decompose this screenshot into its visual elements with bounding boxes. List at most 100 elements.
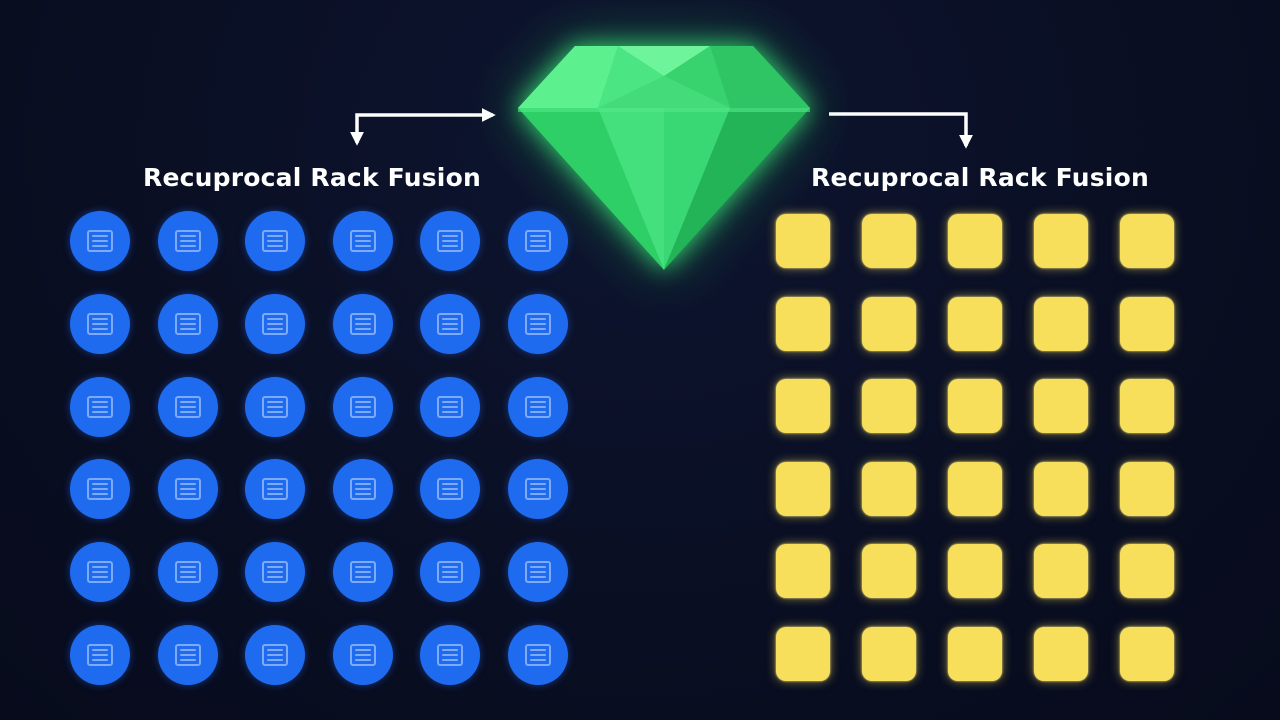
list-icon xyxy=(349,230,376,252)
yellow-node-grid xyxy=(776,214,1176,681)
arrow-gem-to-right xyxy=(829,112,973,149)
list-icon xyxy=(349,478,376,501)
list-icon xyxy=(437,230,464,252)
list-icon xyxy=(87,561,113,584)
diamond-gem-icon xyxy=(518,46,810,270)
yellow-node xyxy=(1034,461,1088,516)
yellow-node xyxy=(948,214,1002,268)
blue-node xyxy=(70,211,130,271)
list-icon xyxy=(437,312,464,335)
blue-node xyxy=(70,376,130,437)
yellow-node xyxy=(1034,296,1088,351)
blue-node xyxy=(245,211,306,271)
blue-node xyxy=(70,459,130,520)
yellow-node xyxy=(862,214,916,268)
blue-node xyxy=(157,293,218,354)
yellow-node xyxy=(1120,544,1174,599)
yellow-node xyxy=(1120,379,1174,434)
blue-node xyxy=(332,376,393,437)
yellow-node xyxy=(862,626,916,681)
yellow-node xyxy=(1120,296,1174,351)
blue-node xyxy=(70,542,130,603)
blue-node xyxy=(70,624,130,685)
list-icon xyxy=(262,643,289,666)
list-icon xyxy=(524,561,551,584)
list-icon xyxy=(262,312,289,335)
blue-node xyxy=(420,211,481,271)
blue-node xyxy=(245,293,306,354)
list-icon xyxy=(174,230,201,252)
yellow-node xyxy=(862,379,916,434)
yellow-node xyxy=(776,461,830,516)
list-icon xyxy=(437,561,464,584)
list-icon xyxy=(524,230,551,252)
blue-node xyxy=(507,293,568,354)
list-icon xyxy=(174,561,201,584)
yellow-node xyxy=(776,214,830,268)
blue-node xyxy=(332,542,393,603)
blue-node xyxy=(157,624,218,685)
right-group-label: Recuprocal Rack Fusion xyxy=(811,163,1149,192)
list-icon xyxy=(262,230,289,252)
blue-node xyxy=(420,624,481,685)
left-group-label: Recuprocal Rack Fusion xyxy=(143,163,481,192)
yellow-node xyxy=(1034,544,1088,599)
blue-node xyxy=(70,293,130,354)
yellow-node xyxy=(948,626,1002,681)
list-icon xyxy=(437,395,464,418)
blue-node xyxy=(157,459,218,520)
list-icon xyxy=(174,395,201,418)
blue-node xyxy=(332,459,393,520)
yellow-node xyxy=(948,461,1002,516)
blue-node xyxy=(245,459,306,520)
arrow-left-to-gem xyxy=(350,108,496,146)
list-icon xyxy=(349,312,376,335)
blue-node xyxy=(245,542,306,603)
list-icon xyxy=(524,312,551,335)
list-icon xyxy=(262,478,289,501)
list-icon xyxy=(524,478,551,501)
blue-node xyxy=(157,376,218,437)
list-icon xyxy=(349,643,376,666)
blue-node xyxy=(507,624,568,685)
yellow-node xyxy=(776,379,830,434)
yellow-node xyxy=(1034,626,1088,681)
blue-node xyxy=(332,293,393,354)
blue-node xyxy=(332,211,393,271)
yellow-node xyxy=(862,296,916,351)
list-icon xyxy=(174,478,201,501)
yellow-node xyxy=(776,544,830,599)
yellow-node xyxy=(1034,379,1088,434)
blue-node xyxy=(245,624,306,685)
list-icon xyxy=(437,478,464,501)
yellow-node xyxy=(1120,626,1174,681)
list-icon xyxy=(87,643,113,666)
blue-node xyxy=(507,542,568,603)
yellow-node xyxy=(862,544,916,599)
blue-node xyxy=(507,211,568,271)
blue-node xyxy=(507,376,568,437)
blue-node xyxy=(420,542,481,603)
blue-node xyxy=(157,542,218,603)
blue-node xyxy=(420,376,481,437)
blue-node xyxy=(420,293,481,354)
yellow-node xyxy=(948,544,1002,599)
list-icon xyxy=(524,643,551,666)
blue-node xyxy=(245,376,306,437)
blue-node xyxy=(507,459,568,520)
yellow-node xyxy=(1120,461,1174,516)
blue-node xyxy=(420,459,481,520)
list-icon xyxy=(87,230,113,252)
yellow-node xyxy=(948,296,1002,351)
list-icon xyxy=(174,312,201,335)
yellow-node xyxy=(862,461,916,516)
yellow-node xyxy=(1034,214,1088,268)
blue-node xyxy=(157,211,218,271)
yellow-node xyxy=(948,379,1002,434)
list-icon xyxy=(349,561,376,584)
list-icon xyxy=(349,395,376,418)
blue-node-grid xyxy=(70,211,570,685)
list-icon xyxy=(174,643,201,666)
list-icon xyxy=(87,312,113,335)
